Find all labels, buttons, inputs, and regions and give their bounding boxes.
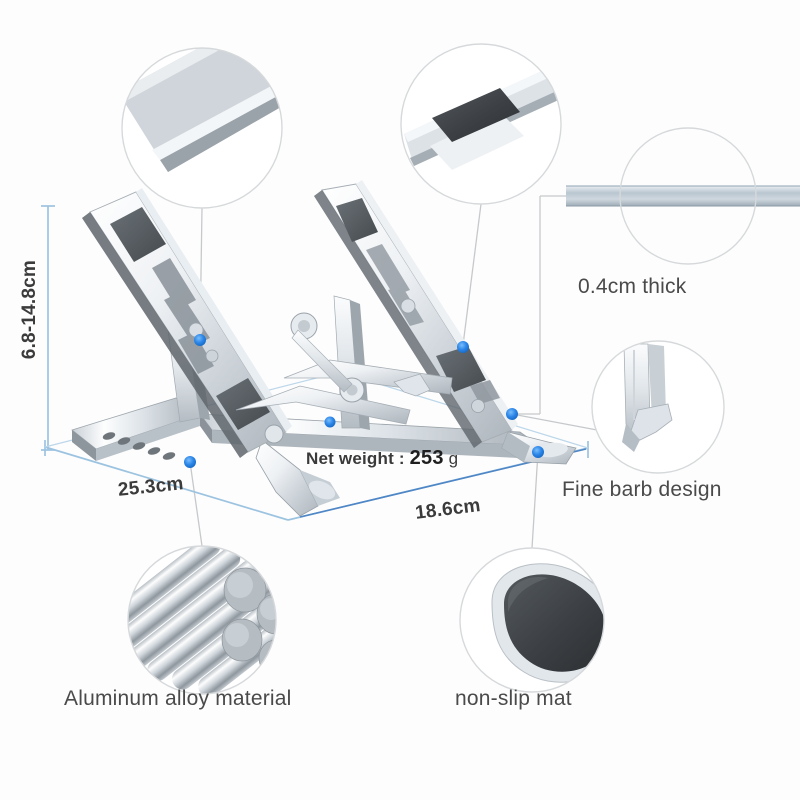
callout-thickness (566, 127, 800, 265)
callout-markers (184, 334, 544, 468)
net-weight-value: 253 (409, 447, 444, 469)
foot-left (255, 439, 340, 517)
rubber-pad (110, 207, 166, 262)
rubber-pad-closeup (432, 88, 520, 142)
base-rail-left (71, 397, 201, 461)
net-weight-prefix: Net weight : (306, 449, 405, 468)
feature-label-non-slip: non-slip mat (455, 687, 572, 710)
callout-rubber-pad (400, 43, 562, 205)
folding-linkage (235, 312, 453, 444)
feature-label-thickness: 0.4cm thick (578, 275, 687, 298)
height-dimension-label: 6.8-14.8cm (19, 260, 40, 360)
callout-non-slip-mat (459, 547, 605, 693)
rubber-pad (216, 378, 270, 430)
callout-aluminum-rods (127, 545, 277, 695)
feature-label-barb: Fine barb design (562, 478, 722, 501)
callout-barb (591, 340, 725, 474)
laptop-stand-illustration (71, 180, 577, 517)
callout-brushed-edge (121, 47, 283, 209)
rubber-pad (336, 198, 378, 242)
net-weight-unit: g (448, 449, 459, 468)
net-weight-label: Net weight : 253 g (306, 447, 458, 470)
feature-label-aluminum: Aluminum alloy material (64, 687, 292, 710)
height-adjust-holes (102, 432, 176, 460)
non-slip-pad-closeup (504, 574, 604, 672)
thin-bar-icon (566, 186, 800, 206)
upper-arm-left (82, 188, 292, 458)
